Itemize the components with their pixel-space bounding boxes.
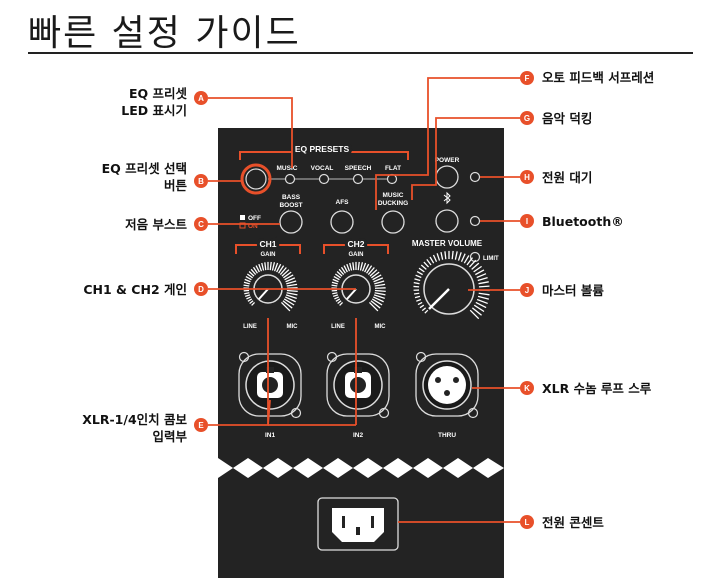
bluetooth-led <box>469 215 481 227</box>
eq-presets-label: EQ PRESETS <box>295 144 350 154</box>
preset-label-speech: SPEECH <box>345 165 372 172</box>
callout-c-marker <box>194 217 208 231</box>
bass-boost-on-label: ON <box>248 223 258 230</box>
callout-d-marker <box>194 282 208 296</box>
preset-label-flat: FLAT <box>385 165 401 172</box>
callout-g-marker <box>520 111 534 125</box>
callout-h-label: 전원 대기 <box>542 170 593 185</box>
title-divider <box>28 52 693 54</box>
master-volume-label: MASTER VOLUME <box>412 239 483 248</box>
music-ducking-label-line1: MUSIC <box>383 192 404 199</box>
callout-f-marker <box>520 71 534 85</box>
page-title: 빠른 설정 가이드 <box>28 13 301 54</box>
limit-label: LIMIT <box>483 256 499 262</box>
callout-k-letter: K <box>524 384 530 393</box>
in2-combo-jack[interactable] <box>326 351 390 419</box>
afs-button[interactable] <box>330 210 354 234</box>
master-volume-scale <box>413 250 490 320</box>
power-button[interactable] <box>435 165 459 189</box>
led-music <box>284 173 296 185</box>
led-vocal <box>318 173 330 185</box>
afs-label: AFS <box>336 199 350 206</box>
callout-f-letter: F <box>525 74 530 83</box>
callout-l-label: 전원 콘센트 <box>542 515 604 530</box>
callout-e-letter: E <box>198 421 204 430</box>
bass-boost-label-line1: BASS <box>282 194 301 201</box>
in1-combo-jack[interactable] <box>238 351 302 419</box>
callout-c-letter: C <box>198 220 204 229</box>
callout-i-marker <box>520 214 534 228</box>
ch2-gain-scale <box>331 261 386 312</box>
callout-g-letter: G <box>524 114 530 123</box>
ch2-gain-label: GAIN <box>349 252 364 258</box>
callout-l-marker <box>520 515 534 529</box>
bass-boost-label-line2: BOOST <box>279 202 302 209</box>
callout-e-marker <box>194 418 208 432</box>
music-ducking-label-line2: DUCKING <box>378 200 408 207</box>
callout-a-marker <box>194 91 208 105</box>
callout-j-label: 마스터 볼륨 <box>542 283 604 298</box>
music-ducking-button[interactable] <box>381 210 405 234</box>
eq-preset-select-button[interactable] <box>245 168 267 190</box>
ch1-gain-label: GAIN <box>261 252 276 258</box>
ch2-line-label: LINE <box>331 324 345 330</box>
callout-h-letter: H <box>524 173 530 182</box>
callout-i-label: Bluetooth® <box>542 214 624 229</box>
power-led <box>469 171 481 183</box>
callout-k-marker <box>520 381 534 395</box>
callout-h-marker <box>520 170 534 184</box>
bass-boost-off-label: OFF <box>248 215 261 222</box>
ch2-label: CH2 <box>347 239 364 249</box>
callout-b-letter: B <box>198 177 204 186</box>
callout-b-marker <box>194 174 208 188</box>
callout-j-letter: J <box>525 286 529 295</box>
callout-c-label: 저음 부스트 <box>125 217 187 232</box>
thru-xlr-male-jack[interactable] <box>415 351 479 419</box>
bass-boost-button[interactable] <box>279 210 303 234</box>
bluetooth-button[interactable] <box>435 209 459 233</box>
led-speech <box>352 173 364 185</box>
ch2-mic-label: MIC <box>375 324 387 330</box>
callout-f-label: 오토 피드백 서프레션 <box>542 70 655 85</box>
callout-a-letter: A <box>198 94 204 103</box>
preset-label-music: MUSIC <box>277 165 298 172</box>
ch1-label: CH1 <box>259 239 276 249</box>
callout-d-letter: D <box>198 285 204 294</box>
power-inlet[interactable] <box>317 497 399 551</box>
power-label: POWER <box>435 157 460 164</box>
thru-label: THRU <box>438 432 456 439</box>
bluetooth-icon <box>443 191 451 205</box>
ch1-line-label: LINE <box>243 324 257 330</box>
in2-label: IN2 <box>353 432 364 439</box>
callout-k-label: XLR 수놈 루프 스루 <box>542 381 652 396</box>
preset-label-vocal: VOCAL <box>311 165 334 172</box>
callout-d-label: CH1 & CH2 게인 <box>83 282 187 297</box>
callout-i-letter: I <box>526 217 528 226</box>
callout-g-label: 음악 덕킹 <box>542 111 593 126</box>
callout-l-letter: L <box>525 518 530 527</box>
in1-label: IN1 <box>265 432 276 439</box>
ch1-mic-label: MIC <box>287 324 299 330</box>
callout-j-marker <box>520 283 534 297</box>
